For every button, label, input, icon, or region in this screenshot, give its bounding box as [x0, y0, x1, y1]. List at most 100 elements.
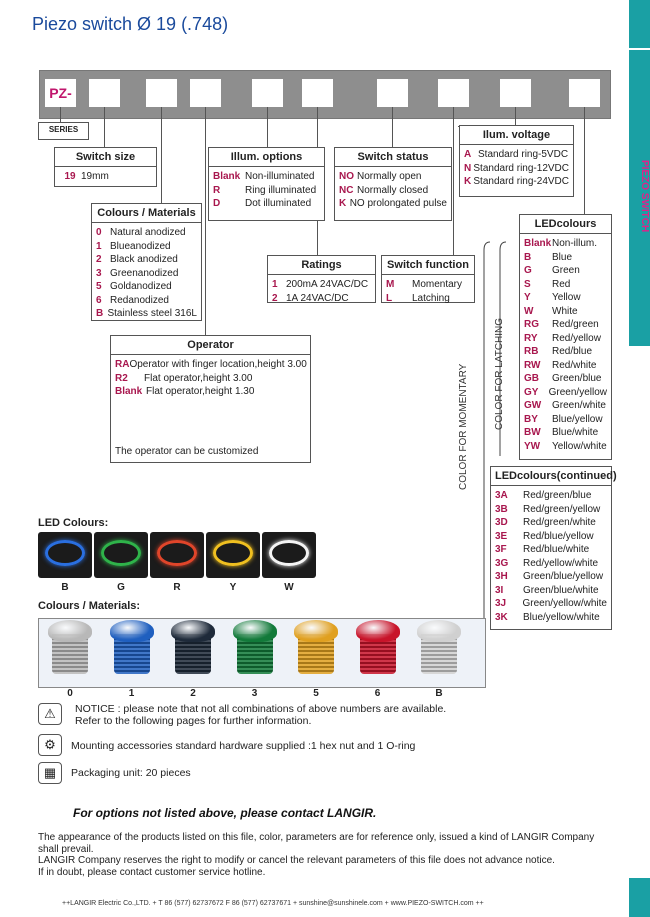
- connector-line: [60, 107, 61, 123]
- led-colours-cont-header: LEDcolours(continued): [491, 467, 617, 486]
- led-ring: [157, 540, 197, 566]
- slot-led: [569, 79, 600, 107]
- list-item: 1 Blueanodized: [96, 240, 197, 254]
- item-code: 3A: [495, 490, 508, 501]
- item-desc: NO prolongated pulse: [349, 198, 447, 209]
- item-desc: Red/green/blue: [523, 490, 592, 501]
- item-code: Y: [524, 292, 531, 303]
- tab-bottom: [629, 878, 650, 917]
- series-label: SERIES: [38, 122, 89, 140]
- item-desc: Red/green: [552, 319, 599, 330]
- item-desc: Natural anodized: [110, 227, 186, 238]
- contact-text: For options not listed above, please con…: [73, 806, 377, 820]
- item-code: RB: [524, 346, 539, 357]
- material-cap: [48, 620, 92, 642]
- disclaimer-3: If in doubt, please contact customer ser…: [38, 866, 266, 878]
- item-code: 0: [96, 227, 102, 238]
- item-code: 2: [272, 292, 278, 304]
- list-item: Y Yellow: [524, 291, 607, 305]
- disclaimer-2: LANGIR Company reserves the right to mod…: [38, 855, 555, 866]
- item-code: Blank: [115, 386, 143, 397]
- led-swatch-label: Y: [229, 582, 237, 593]
- item-desc: Blueanodized: [110, 240, 171, 252]
- material-sample: [109, 620, 154, 678]
- item-code: R2: [115, 372, 128, 384]
- item-desc: Flat operator,height 3.00: [144, 372, 253, 384]
- item-desc: Yellow: [552, 292, 581, 303]
- tab-top: [629, 0, 650, 48]
- materials-section-title: Colours / Materials:: [38, 600, 141, 612]
- led-swatch-label: W: [284, 582, 294, 593]
- notice-text: NOTICE : please note that not all combin…: [75, 703, 447, 715]
- item-code: GW: [524, 400, 542, 411]
- color-for-latching-label: COLOR FOR LATCHING: [494, 317, 505, 430]
- material-label: 6: [374, 688, 381, 699]
- slot-switch-size: [89, 79, 120, 107]
- item-code: Blank: [524, 238, 552, 249]
- item-desc: Green/yellow: [548, 386, 607, 398]
- item-code: NC: [339, 184, 354, 196]
- operator-header: Operator: [111, 336, 310, 355]
- material-sample: [171, 620, 215, 678]
- item-code: K: [464, 176, 472, 187]
- slot-ratings: [302, 79, 333, 107]
- item-code: RY: [524, 332, 538, 344]
- item-desc: Red/yellow: [552, 332, 601, 344]
- item-desc: Flat operator,height 1.30: [146, 386, 255, 397]
- disclaimer-1: The appearance of the products listed on…: [38, 832, 595, 855]
- item-code: 1: [96, 240, 102, 252]
- led-ring: [101, 540, 141, 566]
- material-sample: [355, 620, 400, 678]
- item-code: 3: [96, 267, 102, 279]
- item-code: B: [524, 251, 532, 263]
- item-desc: Normally open: [357, 171, 422, 182]
- list-item: B Blue: [524, 251, 607, 265]
- item-desc: Standard ring-5VDC: [478, 149, 569, 160]
- item-desc: Goldanodized: [110, 281, 172, 292]
- item-desc: Red/blue/white: [523, 544, 590, 555]
- item-code: GB: [524, 373, 539, 384]
- footer: ++LANGIR Electric Co.,LTD. + T 86 (577) …: [62, 900, 484, 907]
- item-code: RA: [115, 359, 130, 370]
- item-desc: Green/blue/white: [523, 584, 599, 596]
- switch-function-header: Switch function: [382, 256, 474, 275]
- item-code: 3H: [495, 571, 508, 582]
- illum-options-header: Illum. options: [209, 148, 324, 167]
- list-item: 3A Red/green/blue: [495, 489, 607, 503]
- led-swatch: [262, 532, 316, 578]
- item-code: 3D: [495, 517, 508, 528]
- list-item: R2 Flat operator,height 3.00: [115, 372, 306, 386]
- item-code: M: [386, 279, 395, 290]
- material-label: 0: [67, 688, 73, 699]
- item-code: 2: [96, 254, 102, 265]
- item-code: 3K: [495, 611, 508, 623]
- led-colours-header: LEDcolours: [520, 215, 611, 234]
- item-code: Blank: [213, 171, 241, 182]
- item-desc: Normally closed: [357, 184, 429, 196]
- item-desc: Blue: [552, 251, 573, 263]
- material-cap: [171, 620, 215, 642]
